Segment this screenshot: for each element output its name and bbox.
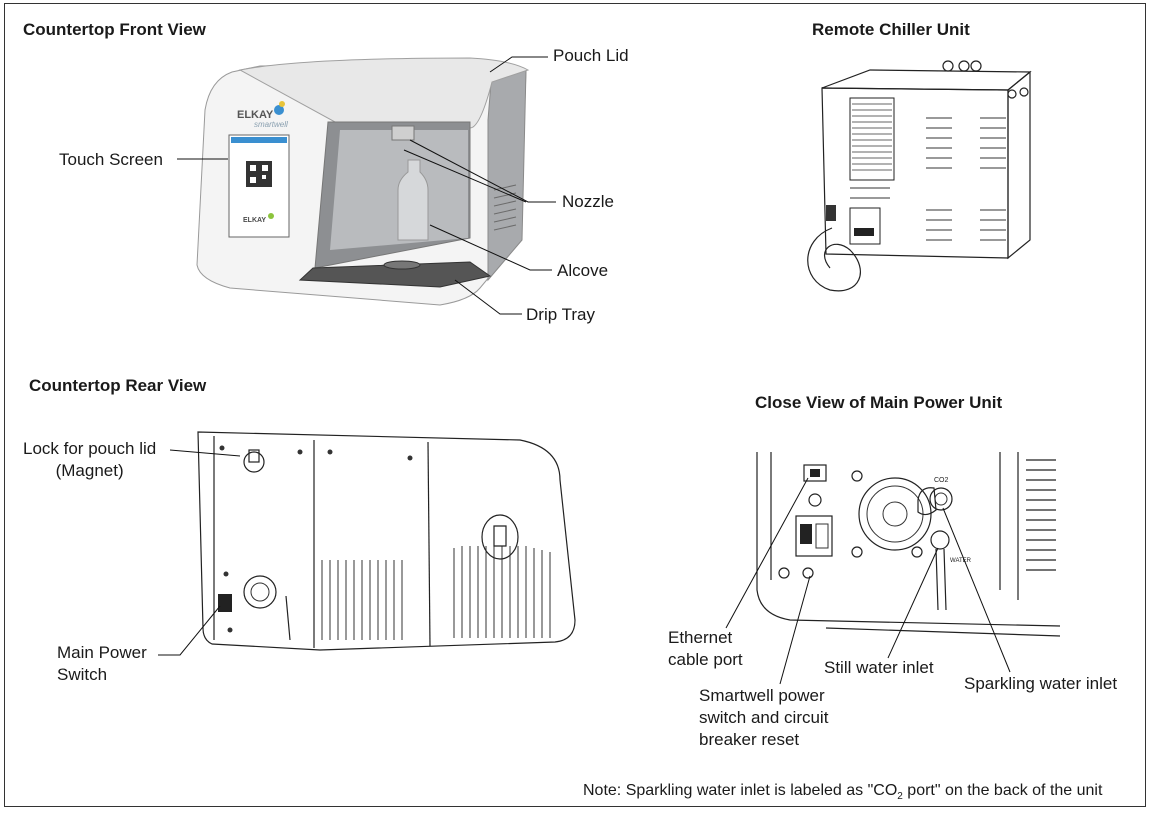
label-lock-magnet: Lock for pouch lid (Magnet) xyxy=(23,439,157,480)
main-power-close-illustration: CO2 WATER xyxy=(756,452,1061,637)
svg-text:WATER: WATER xyxy=(950,558,972,564)
svg-text:ELKAY: ELKAY xyxy=(243,217,266,224)
label-main-power-switch: Main Power Switch xyxy=(57,643,147,684)
label-pouch-lid: Pouch Lid xyxy=(553,46,629,65)
svg-text:smartwell: smartwell xyxy=(254,120,288,129)
label-touch-screen: Touch Screen xyxy=(59,150,163,169)
brand-logo-text: ELKAY xyxy=(237,109,274,121)
label-still-water-inlet: Still water inlet xyxy=(824,658,934,677)
note-text-start: Note: Sparkling water inlet is labeled a… xyxy=(583,782,898,799)
rear-view-title: Countertop Rear View xyxy=(29,376,207,395)
brand-drop-icon xyxy=(274,105,284,115)
label-nozzle: Nozzle xyxy=(562,192,614,211)
note-subscript: 2 xyxy=(897,791,903,803)
figure-frame xyxy=(4,3,1146,807)
power-unit-title: Close View of Main Power Unit xyxy=(755,393,1003,412)
footnote: Note: Sparkling water inlet is labeled a… xyxy=(583,782,1102,802)
front-view-title: Countertop Front View xyxy=(23,20,206,39)
label-ethernet-port: Ethernet cable port xyxy=(668,628,743,669)
label-sparkling-water-inlet: Sparkling water inlet xyxy=(964,674,1118,693)
countertop-rear-illustration xyxy=(197,431,576,651)
remote-chiller-illustration xyxy=(807,60,1032,292)
label-smartwell-switch: Smartwell power switch and circuit break… xyxy=(699,686,829,749)
label-alcove: Alcove xyxy=(557,261,609,280)
chiller-title: Remote Chiller Unit xyxy=(812,20,970,39)
note-text-end: port" on the back of the unit xyxy=(902,782,1103,799)
label-drip-tray: Drip Tray xyxy=(526,305,595,324)
countertop-front-illustration: ELKAY ELKAY smartwell xyxy=(196,57,530,306)
svg-text:CO2: CO2 xyxy=(934,477,949,484)
